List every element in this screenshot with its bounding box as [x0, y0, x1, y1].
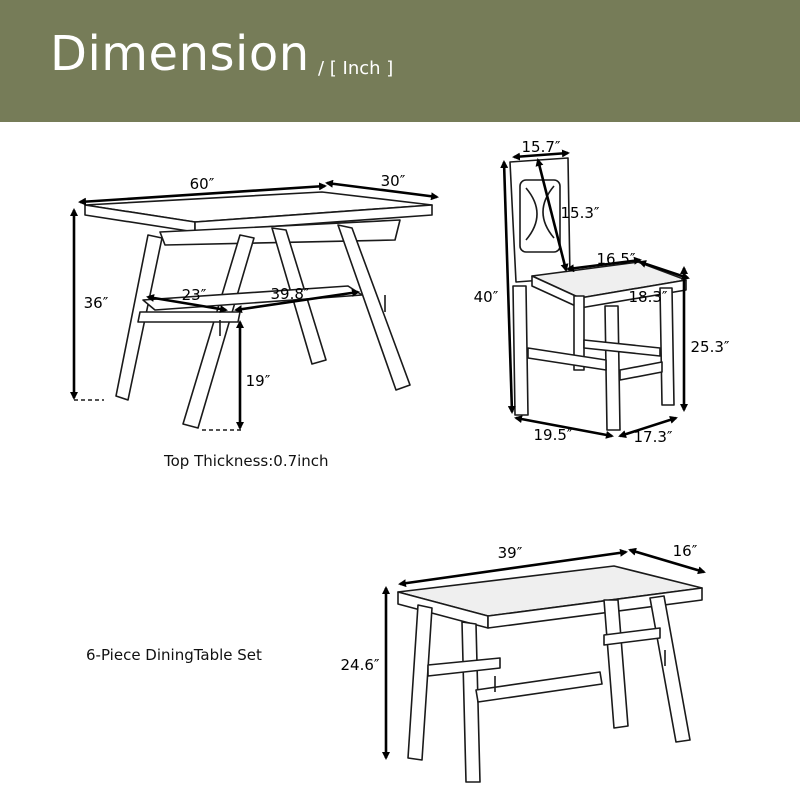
- dim-chair-base-depth: 17.3″: [633, 428, 672, 446]
- table-drawing: [84, 191, 433, 429]
- set-name-label: 6-Piece DiningTable Set: [86, 646, 262, 664]
- dim-shelf-depth: 23″: [182, 286, 207, 304]
- page-title: Dimension: [50, 26, 310, 82]
- dim-chair-seat-width: 16.5″: [596, 250, 635, 268]
- dim-shelf-length: 39.8″: [270, 285, 309, 303]
- unit-label: / [ Inch ]: [318, 58, 394, 79]
- top-thickness-note: Top Thickness:0.7inch: [164, 452, 329, 470]
- dim-table-length: 60″: [190, 175, 215, 193]
- dim-shelf-height: 19″: [246, 372, 271, 390]
- dim-table-width: 30″: [381, 172, 406, 190]
- dim-table-height: 36″: [84, 294, 109, 312]
- dim-bench-length: 39″: [498, 544, 523, 562]
- dim-bench-depth: 16″: [673, 542, 698, 560]
- dim-chair-height: 40″: [474, 288, 499, 306]
- dim-chair-seat-depth: 18.3″: [628, 288, 667, 306]
- dim-bench-height: 24.6″: [340, 656, 379, 674]
- dim-chair-back-height: 15.3″: [560, 204, 599, 222]
- bench-drawing: [397, 565, 703, 783]
- header-banner: Dimension / [ Inch ]: [0, 0, 800, 122]
- dim-chair-base-width: 19.5″: [533, 426, 572, 444]
- dim-chair-seat-height: 25.3″: [690, 338, 729, 356]
- dim-chair-back-width: 15.7″: [521, 138, 560, 156]
